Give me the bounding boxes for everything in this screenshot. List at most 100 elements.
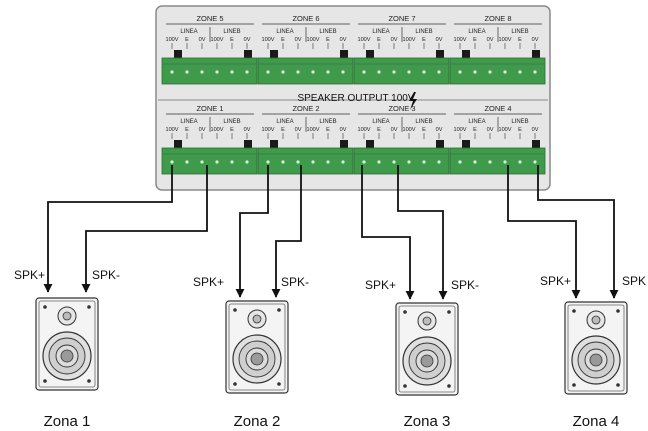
zone-label: ZONE 7	[388, 14, 415, 23]
terminal-clip	[174, 50, 182, 58]
lineb-label: LINEB	[223, 29, 240, 35]
tweeter-dome	[62, 311, 72, 321]
lineb-label: LINEB	[319, 119, 336, 125]
terminal-screw	[488, 70, 492, 74]
terminal-screw	[473, 160, 477, 164]
speaker-wire	[537, 165, 619, 299]
terminal-screw	[245, 160, 249, 164]
linea-label: LINEA	[276, 29, 293, 35]
zona-label: Zona 4	[573, 413, 620, 430]
terminal-screw	[185, 160, 189, 164]
terminal-label: 0V	[391, 37, 398, 43]
lightning-icon	[409, 92, 417, 110]
terminal-screw	[392, 70, 396, 74]
terminal-clip	[436, 50, 444, 58]
speaker-wire	[361, 165, 415, 300]
terminal-screw	[170, 70, 174, 74]
terminal-label: E	[185, 127, 189, 133]
cabinet-screw	[616, 309, 620, 313]
terminal-screw	[377, 160, 381, 164]
terminal-label: 0V	[295, 127, 302, 133]
spk-minus-label: SPK-	[281, 275, 309, 289]
terminal-clip	[270, 50, 278, 58]
terminal-label: 100V	[453, 127, 466, 133]
speaker: SPK+SPK-Zona 2	[193, 275, 309, 430]
terminal-clip	[340, 50, 348, 58]
terminal-label: 100V	[261, 127, 274, 133]
terminal-label: E	[281, 37, 285, 43]
cabinet-screw	[43, 379, 47, 383]
terminal-screw	[296, 160, 300, 164]
zone-label: ZONE 5	[196, 14, 223, 23]
terminal-screw	[437, 70, 441, 74]
terminal-label: 100V	[498, 37, 511, 43]
terminal-screw	[170, 160, 174, 164]
spk-plus-label: SPK+	[14, 268, 45, 282]
terminal-screw	[458, 70, 462, 74]
zone-label: ZONE 3	[388, 104, 415, 113]
terminal-clip	[270, 140, 278, 148]
terminal-label: 0V	[199, 127, 206, 133]
terminal-screw	[407, 70, 411, 74]
woofer-dustcap	[420, 354, 434, 368]
terminal-screw	[533, 160, 537, 164]
terminal-label: E	[518, 37, 522, 43]
speaker-wire	[235, 165, 269, 298]
speaker: SPK+SPK-Zona 1	[14, 268, 120, 430]
terminal-label: E	[473, 37, 477, 43]
terminal-screw	[341, 70, 345, 74]
cabinet-screw	[87, 305, 91, 309]
terminal-label: E	[185, 37, 189, 43]
linea-label: LINEA	[372, 29, 389, 35]
terminal-screw	[200, 160, 204, 164]
terminal-screw	[362, 160, 366, 164]
zone-label: ZONE 6	[292, 14, 319, 23]
terminal-label: E	[230, 127, 234, 133]
zone-label: ZONE 2	[292, 104, 319, 113]
terminal-label: 0V	[532, 37, 539, 43]
woofer-dustcap	[60, 349, 74, 363]
woofer-dustcap	[589, 353, 603, 367]
terminal-block	[353, 147, 450, 175]
speaker-baffle	[228, 303, 286, 391]
terminal-clip	[174, 140, 182, 148]
terminal-label: E	[377, 127, 381, 133]
lineb-label: LINEB	[511, 29, 528, 35]
terminal-label: 100V	[306, 127, 319, 133]
terminal-screw	[518, 160, 522, 164]
terminal-screw	[215, 70, 219, 74]
speaker-output-label: SPEAKER OUTPUT 100V	[297, 93, 414, 104]
speaker-baffle	[38, 300, 96, 388]
tweeter-dome	[252, 314, 262, 324]
terminal-clip	[340, 140, 348, 148]
terminal-label: 0V	[436, 37, 443, 43]
terminal-screw	[281, 160, 285, 164]
terminal-screw	[488, 160, 492, 164]
zona-label: Zona 2	[234, 413, 281, 430]
spk-plus-label: SPK+	[365, 278, 396, 292]
terminal-screw	[377, 70, 381, 74]
zone-label: ZONE 1	[196, 104, 223, 113]
terminal-block	[161, 57, 258, 85]
speaker-wire	[507, 165, 581, 299]
terminal-block	[257, 147, 354, 175]
speaker-wires	[43, 165, 619, 300]
terminal-label: 100V	[402, 127, 415, 133]
terminal-clip	[244, 50, 252, 58]
terminal-screw	[296, 70, 300, 74]
terminal-block	[161, 147, 258, 175]
terminal-label: 0V	[487, 127, 494, 133]
terminal-screw	[266, 160, 270, 164]
speaker-wire	[397, 165, 448, 300]
linea-label: LINEA	[276, 119, 293, 125]
terminal-block	[353, 57, 450, 85]
terminal-screw	[458, 160, 462, 164]
terminal-screw	[215, 160, 219, 164]
